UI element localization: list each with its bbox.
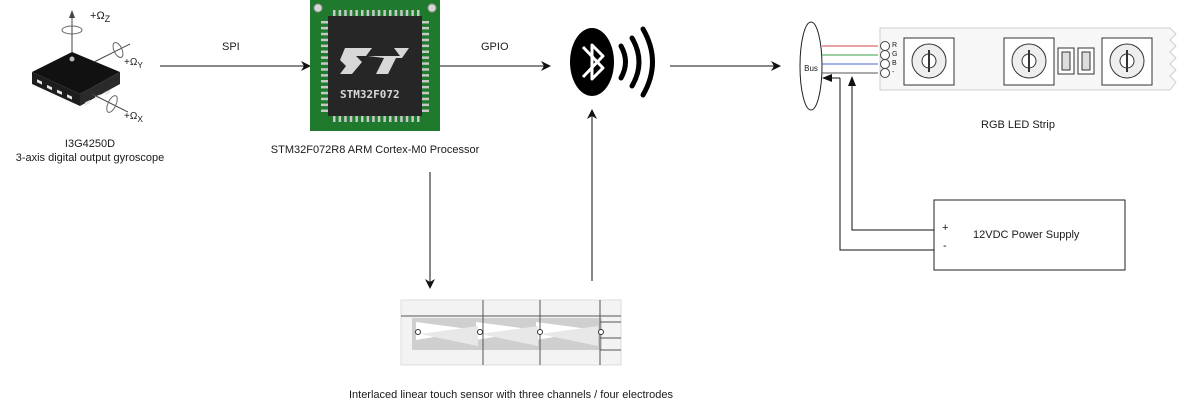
gpio-label: GPIO: [481, 41, 509, 53]
chip-pin: [422, 85, 429, 89]
chip-pin: [338, 116, 342, 122]
chip-pin: [422, 80, 429, 83]
chip-marking: STM32F072: [340, 88, 400, 101]
chip-pin: [372, 10, 375, 16]
chip-pin: [422, 91, 429, 95]
chip-pin: [355, 10, 358, 16]
power-wires: [822, 74, 934, 251]
chip-pin: [344, 116, 347, 122]
chip-pin: [411, 116, 414, 122]
chip-pin: [422, 62, 429, 65]
chip-pin: [361, 116, 364, 122]
gyroscope-description: 3-axis digital output gyroscope: [15, 152, 165, 164]
processor-label: STM32F072R8 ARM Cortex-M0 Processor: [270, 144, 480, 156]
chip-pin: [422, 26, 429, 30]
chip-pin: [394, 116, 398, 122]
power-supply-box: [933, 199, 1126, 271]
led-strip-label: RGB LED Strip: [981, 119, 1055, 131]
chip-pin: [422, 109, 429, 112]
chip-pin: [422, 74, 429, 77]
chip-pin: [366, 10, 370, 16]
chip-pin: [321, 91, 328, 95]
chip-pin: [383, 116, 386, 122]
bus-node: [799, 21, 823, 111]
chip-pin: [400, 116, 403, 122]
chip-pin: [372, 116, 375, 122]
bus-label: Bus: [804, 64, 818, 73]
chip-pin: [321, 32, 328, 36]
chip-pin: [344, 10, 347, 16]
chip-pin: [400, 10, 403, 16]
chip-pin: [405, 10, 409, 16]
chip-pin: [422, 97, 429, 101]
stm32-processor-chip: [310, 0, 440, 131]
chip-pin: [389, 116, 392, 122]
chip-pin: [333, 10, 336, 16]
power-plus-label: +: [942, 222, 949, 234]
chip-pin: [355, 116, 358, 122]
gyroscope-name: I3G4250D: [64, 138, 116, 150]
chip-pin: [422, 32, 429, 36]
chip-pin: [349, 10, 353, 16]
power-supply-label: 12VDC Power Supply: [973, 229, 1080, 241]
chip-pin: [321, 38, 328, 42]
chip-pin: [349, 116, 353, 122]
chip-pin: [321, 68, 328, 71]
chip-pin: [417, 10, 420, 16]
bus-wires: [822, 45, 878, 74]
chip-pin: [338, 10, 342, 16]
chip-pin: [422, 21, 429, 24]
chip-pin: [377, 10, 381, 16]
chip-pin: [422, 44, 429, 48]
chip-pin: [321, 74, 328, 77]
axis-y-label: +ΩY: [124, 57, 143, 70]
chip-pin: [321, 21, 328, 24]
chip-pin: [383, 10, 386, 16]
chip-pin: [321, 50, 328, 53]
chip-pin: [333, 116, 336, 122]
chip-pin: [394, 10, 398, 16]
rgb-led-strip: [879, 27, 1177, 91]
chip-pin: [321, 56, 328, 59]
touch-sensor-label: Interlaced linear touch sensor with thre…: [348, 389, 674, 401]
chip-pin: [422, 50, 429, 53]
chip-pin: [422, 68, 429, 71]
strip-pin-labels: R G B -: [892, 42, 898, 76]
power-minus-label: -: [943, 240, 947, 252]
chip-pin: [321, 103, 328, 107]
chip-pin: [411, 10, 414, 16]
gyroscope-chip: [32, 10, 131, 113]
chip-pin: [321, 85, 328, 89]
chip-pin: [422, 103, 429, 107]
chip-pin: [321, 62, 328, 65]
chip-pin: [321, 109, 328, 112]
chip-pin: [417, 116, 420, 122]
chip-pin: [405, 116, 409, 122]
chip-pin: [422, 56, 429, 59]
axis-x-label: +ΩX: [124, 111, 143, 124]
axis-z-label: +ΩZ: [90, 10, 111, 25]
chip-pin: [321, 97, 328, 101]
chip-pin: [377, 116, 381, 122]
spi-label: SPI: [222, 41, 240, 53]
chip-pin: [366, 116, 370, 122]
bluetooth-icon: [570, 26, 655, 98]
chip-pin: [321, 80, 328, 83]
chip-pin: [321, 26, 328, 30]
chip-pin: [361, 10, 364, 16]
chip-pin: [321, 44, 328, 48]
chip-pin: [389, 10, 392, 16]
chip-pin: [422, 38, 429, 42]
touch-sensor: [400, 299, 622, 366]
